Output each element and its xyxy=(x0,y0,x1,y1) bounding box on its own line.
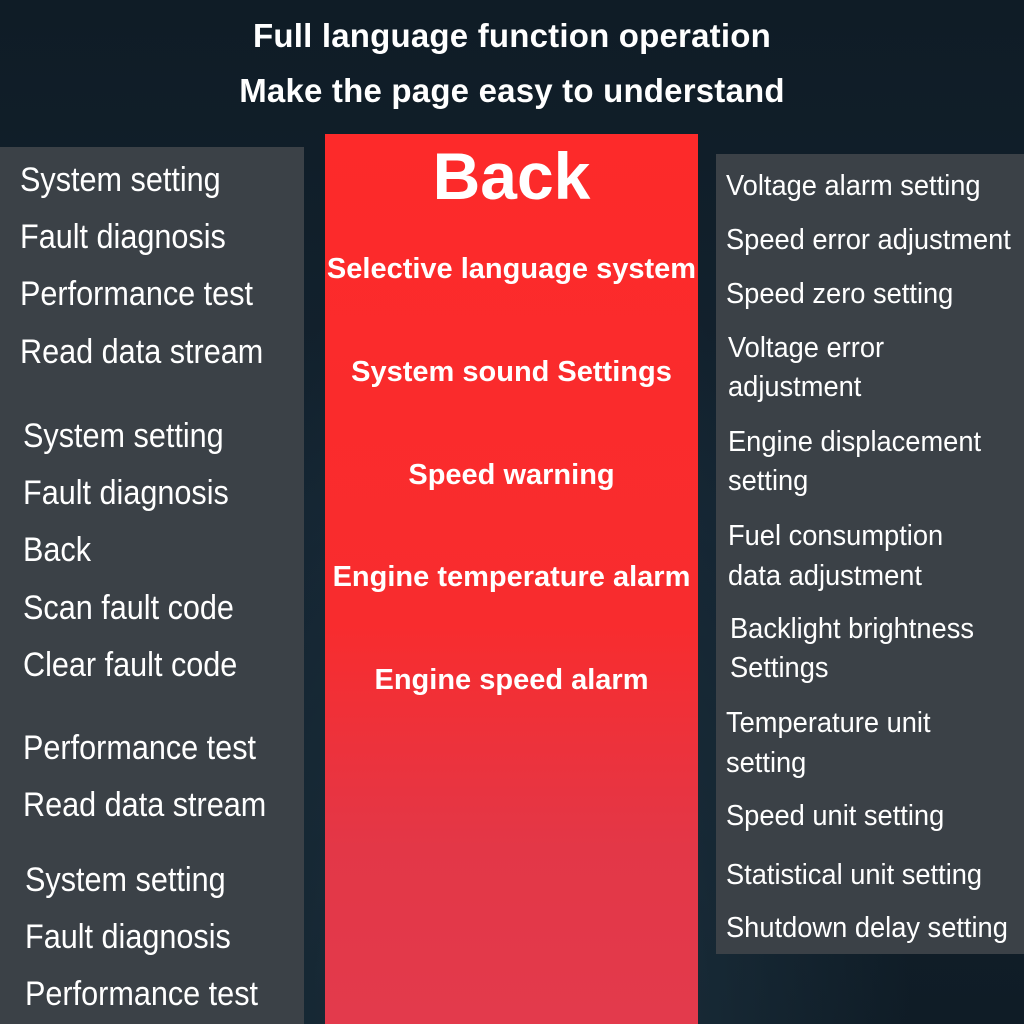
right-item-speed-zero-setting[interactable]: Speed zero setting xyxy=(726,278,954,310)
right-item-shutdown-delay-setting[interactable]: Shutdown delay setting xyxy=(726,912,1008,944)
right-item-engine-displacement[interactable]: Engine displacement xyxy=(728,426,982,458)
left-item-fault-diagnosis[interactable]: Fault diagnosis xyxy=(20,218,226,256)
right-item-temperature-unit[interactable]: Temperature unit xyxy=(726,707,931,739)
menu-item-engine-temperature-alarm[interactable]: Engine temperature alarm xyxy=(332,561,691,593)
right-item-temperature-unit-setting[interactable]: setting xyxy=(726,747,807,779)
left-menu-panel xyxy=(0,147,304,1024)
left-item-scan-fault-code[interactable]: Scan fault code xyxy=(23,589,234,627)
left-item-performance-test[interactable]: Performance test xyxy=(23,729,257,767)
left-item-system-setting[interactable]: System setting xyxy=(20,161,221,199)
right-item-fuel-consumption[interactable]: Fuel consumption xyxy=(728,520,944,552)
left-item-read-data-stream[interactable]: Read data stream xyxy=(20,333,264,371)
right-item-speed-unit-setting[interactable]: Speed unit setting xyxy=(726,800,945,832)
right-item-engine-displacement-setting[interactable]: setting xyxy=(728,465,809,497)
header: Full language function operation Make th… xyxy=(0,0,1024,130)
left-item-back[interactable]: Back xyxy=(23,531,92,569)
left-item-performance-test[interactable]: Performance test xyxy=(25,975,259,1013)
left-item-fault-diagnosis[interactable]: Fault diagnosis xyxy=(23,474,229,512)
left-item-system-setting[interactable]: System setting xyxy=(25,861,226,899)
right-item-voltage-error[interactable]: Voltage error xyxy=(728,332,885,364)
right-item-speed-error-adjustment[interactable]: Speed error adjustment xyxy=(726,224,1011,256)
left-item-clear-fault-code[interactable]: Clear fault code xyxy=(23,646,238,684)
menu-item-speed-warning[interactable]: Speed warning xyxy=(408,459,615,491)
right-menu-panel xyxy=(716,154,1024,954)
right-item-voltage-alarm-setting[interactable]: Voltage alarm setting xyxy=(726,170,981,202)
center-menu-panel: Back Selective language system System so… xyxy=(325,134,698,1024)
menu-item-system-sound-settings[interactable]: System sound Settings xyxy=(351,356,672,388)
left-item-system-setting[interactable]: System setting xyxy=(23,417,224,455)
right-item-backlight-brightness-settings[interactable]: Settings xyxy=(730,652,829,684)
header-title: Full language function operation xyxy=(253,17,771,54)
left-item-read-data-stream[interactable]: Read data stream xyxy=(23,786,267,824)
header-subtitle: Make the page easy to understand xyxy=(239,72,785,109)
right-item-backlight-brightness[interactable]: Backlight brightness xyxy=(730,613,974,645)
left-item-performance-test[interactable]: Performance test xyxy=(20,275,254,313)
right-item-fuel-consumption-data-adjustment[interactable]: data adjustment xyxy=(728,560,922,592)
left-item-fault-diagnosis[interactable]: Fault diagnosis xyxy=(25,918,231,956)
right-item-statistical-unit-setting[interactable]: Statistical unit setting xyxy=(726,859,983,891)
right-item-voltage-error-adjustment[interactable]: adjustment xyxy=(728,371,862,403)
center-back-button[interactable]: Back xyxy=(432,139,591,213)
menu-item-engine-speed-alarm[interactable]: Engine speed alarm xyxy=(374,664,649,696)
menu-item-selective-language-system[interactable]: Selective language system xyxy=(326,253,697,285)
